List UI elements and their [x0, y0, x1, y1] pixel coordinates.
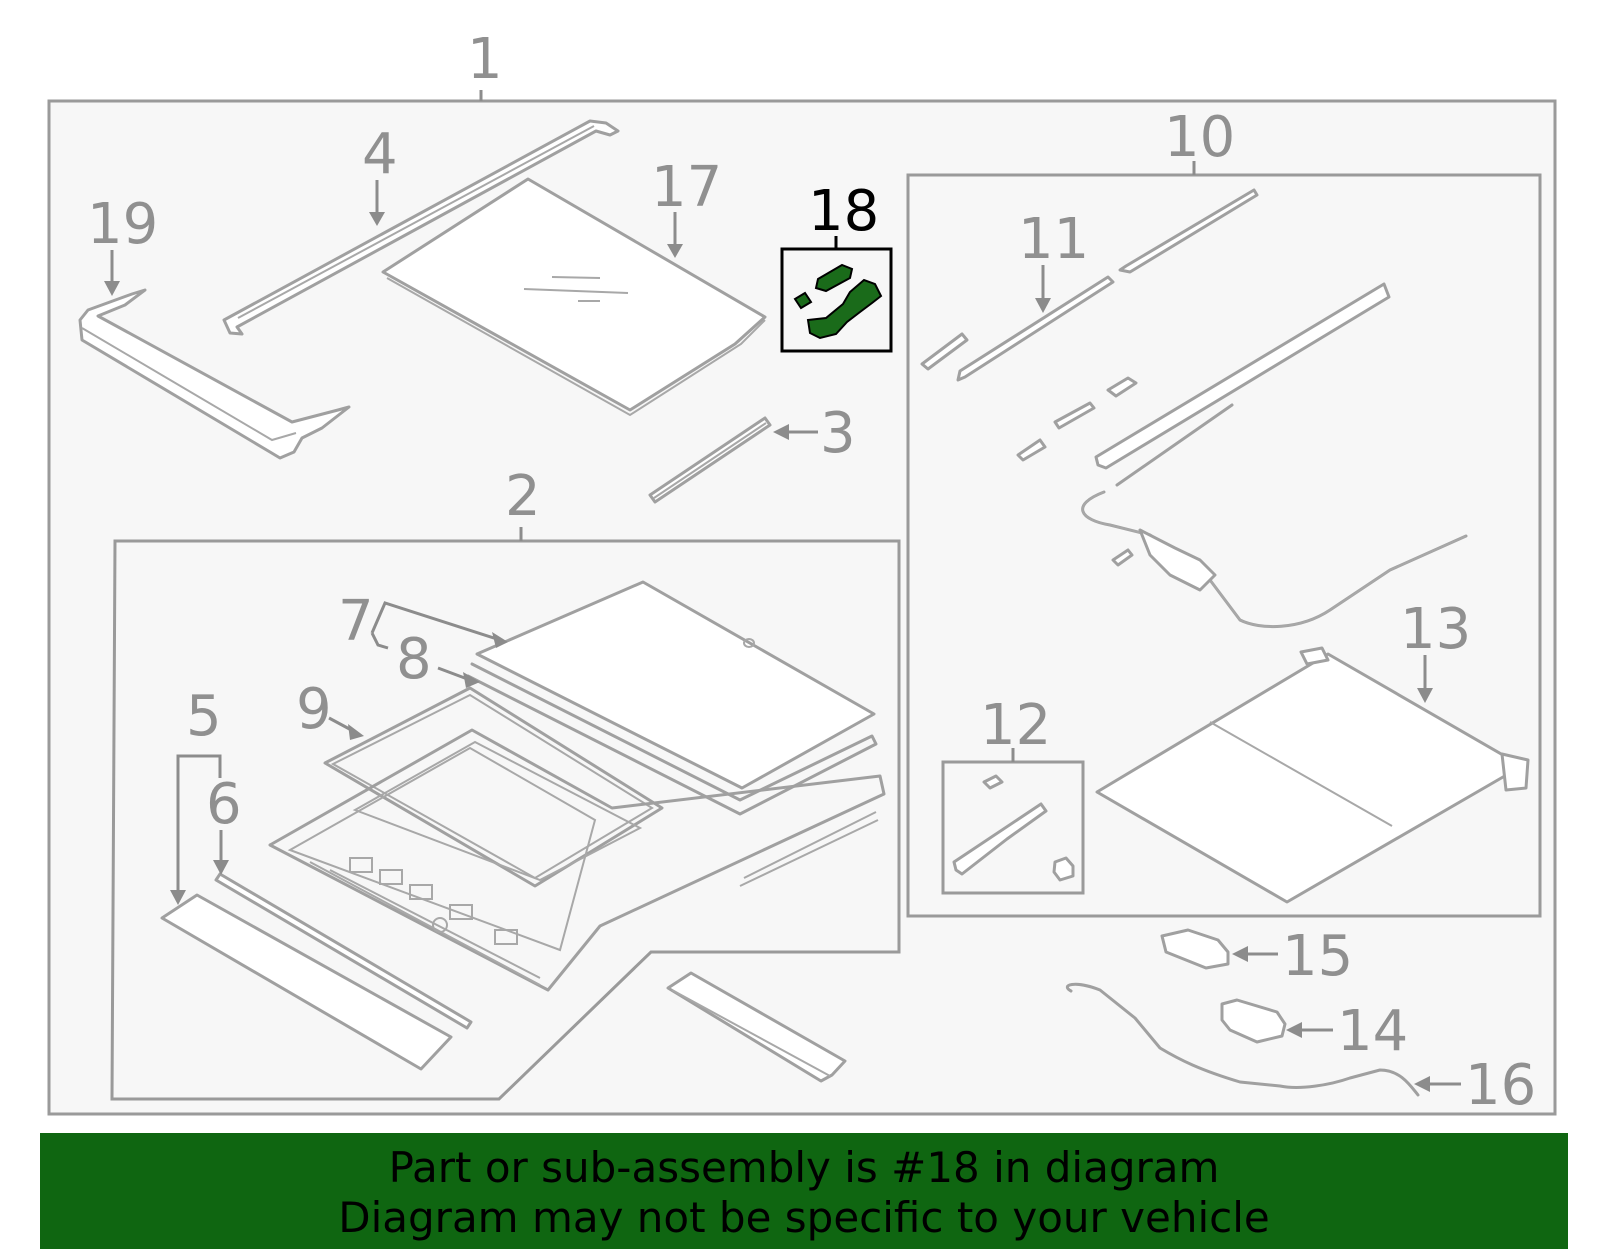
callout-18: 18	[808, 179, 879, 244]
assembly-box-2	[110, 539, 901, 1101]
callout-8: 8	[396, 627, 432, 692]
assembly-box-1	[47, 99, 1557, 1116]
assembly-box-10	[906, 173, 1542, 918]
callout-6: 6	[206, 772, 242, 837]
callout-10: 10	[1164, 105, 1235, 170]
part-15-motor	[1160, 928, 1230, 970]
part-7-glass	[475, 580, 876, 790]
part-lower-strip	[666, 971, 847, 1083]
callout-7: 7	[338, 589, 374, 654]
banner-line-2: Diagram may not be specific to your vehi…	[338, 1193, 1270, 1242]
part-13-shade	[1095, 646, 1530, 904]
banner-line-1: Part or sub-assembly is #18 in diagram	[388, 1143, 1220, 1192]
callout-16: 16	[1465, 1053, 1536, 1118]
part-9-frame-seal	[323, 686, 664, 888]
callout-3: 3	[820, 401, 856, 466]
sunroof-frame	[268, 728, 886, 992]
part-16-harness	[1065, 982, 1420, 1097]
callout-15: 15	[1282, 924, 1353, 989]
part-17-glass	[381, 177, 767, 417]
part-12-parts	[952, 774, 1075, 882]
callout-1: 1	[467, 27, 503, 92]
callout-5: 5	[186, 684, 222, 749]
part-19-deflector	[78, 288, 351, 460]
info-banner: Part or sub-assembly is #18 in diagram D…	[40, 1133, 1568, 1249]
callout-14: 14	[1337, 999, 1408, 1064]
part-3-strip	[648, 416, 772, 504]
callout-19: 19	[87, 192, 158, 257]
part-11-rails	[920, 188, 1391, 487]
callout-12: 12	[980, 693, 1051, 758]
part-18-brackets	[793, 263, 883, 340]
callout-2: 2	[505, 464, 541, 529]
callout-9: 9	[296, 677, 332, 742]
callout-17: 17	[651, 155, 722, 220]
callout-13: 13	[1400, 597, 1471, 662]
part-14-switch	[1220, 998, 1287, 1044]
part-6-strip	[214, 872, 473, 1030]
part-4-rail	[222, 119, 620, 336]
part-5-panel	[160, 893, 453, 1071]
part-10-cable-track	[1081, 490, 1468, 629]
callout-4: 4	[362, 122, 398, 187]
part-8-seal	[466, 662, 878, 816]
callout-11: 11	[1018, 207, 1089, 272]
